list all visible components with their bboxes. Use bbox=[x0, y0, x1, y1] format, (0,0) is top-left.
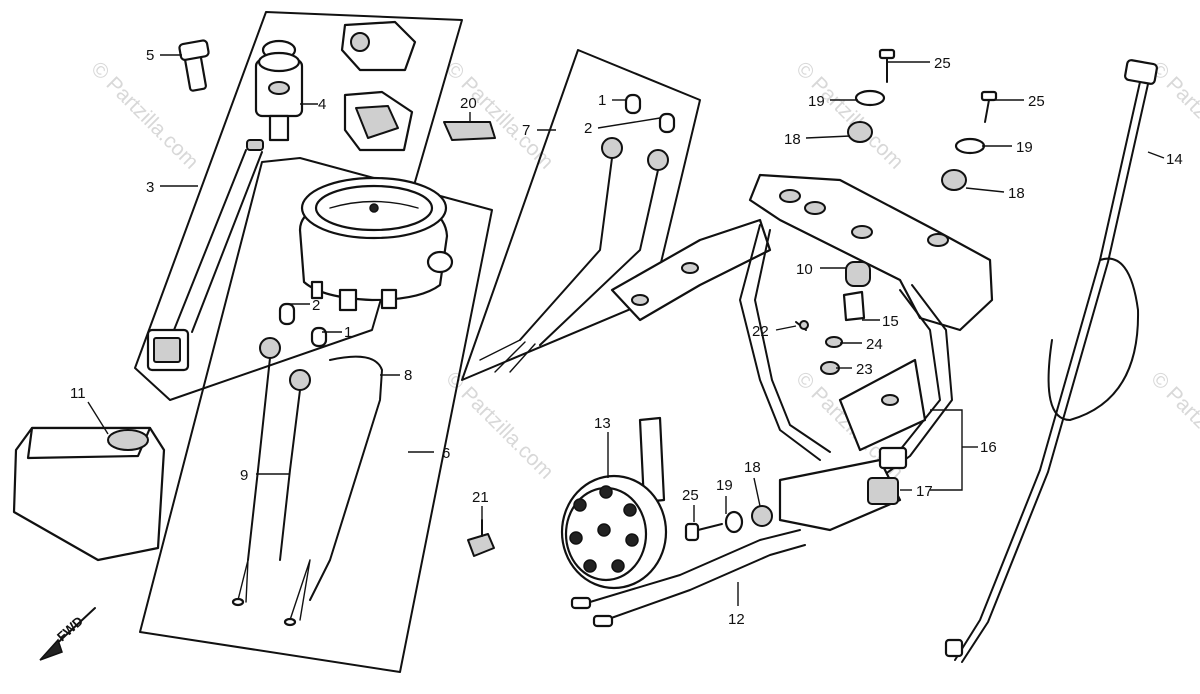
meter-bulb bbox=[278, 302, 296, 326]
indicator-bulbs bbox=[479, 93, 676, 373]
callout-10: 10 bbox=[796, 261, 813, 278]
watermark: © Partzilla.com bbox=[791, 57, 907, 173]
callout-23: 23 bbox=[856, 361, 873, 378]
callout-25-top-right: 25 bbox=[1028, 93, 1045, 110]
callout-labels: 5 4 3 2 1 8 6 9 7 1 2 20 11 13 12 21 25 … bbox=[70, 47, 1183, 628]
fwd-label: FWD bbox=[54, 613, 86, 644]
callout-2: 2 bbox=[312, 297, 320, 314]
callout-19-top-left: 19 bbox=[808, 93, 825, 110]
horn-wires bbox=[570, 529, 806, 628]
bulb-sockets bbox=[231, 337, 383, 627]
callout-20: 20 bbox=[460, 95, 477, 112]
callout-25-top-left: 25 bbox=[934, 55, 951, 72]
panel-ignition-switch bbox=[134, 11, 463, 401]
watermark: © Partzilla.com bbox=[441, 367, 557, 483]
ignition-key bbox=[178, 39, 210, 92]
callout-18-top-right: 18 bbox=[1008, 185, 1025, 202]
callout-24: 24 bbox=[866, 336, 883, 353]
callout-3: 3 bbox=[146, 179, 154, 196]
fwd-arrow: FWD bbox=[39, 607, 96, 661]
callout-5: 5 bbox=[146, 47, 154, 64]
callout-19-lower: 19 bbox=[716, 477, 733, 494]
callout-8: 8 bbox=[404, 367, 412, 384]
callout-18-top-left: 18 bbox=[784, 131, 801, 148]
callout-16: 16 bbox=[980, 439, 997, 456]
callout-1-top: 1 bbox=[598, 92, 606, 109]
callout-11: 11 bbox=[70, 385, 86, 402]
callout-4: 4 bbox=[318, 96, 326, 113]
callout-2-top: 2 bbox=[584, 120, 592, 137]
callout-13: 13 bbox=[594, 415, 611, 432]
meter-bulb bbox=[310, 326, 328, 348]
horn bbox=[560, 416, 668, 590]
callout-19-top-right: 19 bbox=[1016, 139, 1033, 156]
small-hardware bbox=[795, 261, 871, 375]
callout-14: 14 bbox=[1166, 151, 1183, 168]
pilot-lamp-case bbox=[12, 426, 166, 562]
small-bracket bbox=[443, 121, 496, 141]
leader-lines bbox=[87, 54, 1165, 606]
ignition-switch bbox=[146, 39, 304, 372]
watermark: © Partzilla.com bbox=[1146, 367, 1200, 483]
watermark: © Partzilla.com bbox=[86, 57, 202, 173]
connector bbox=[867, 477, 899, 505]
meter-bracket bbox=[610, 173, 994, 532]
callout-22: 22 bbox=[752, 323, 769, 340]
panel-speedometer bbox=[139, 157, 493, 673]
callout-15: 15 bbox=[882, 313, 899, 330]
switch-cover-parts bbox=[340, 20, 417, 152]
callout-12: 12 bbox=[728, 611, 745, 628]
callout-21: 21 bbox=[472, 489, 489, 506]
callout-7: 7 bbox=[522, 122, 530, 139]
callout-18-lower: 18 bbox=[744, 459, 761, 476]
callout-6: 6 bbox=[442, 445, 450, 462]
callout-25-lower: 25 bbox=[682, 487, 699, 504]
callout-1: 1 bbox=[344, 324, 352, 341]
callout-17: 17 bbox=[916, 483, 933, 500]
callout-9: 9 bbox=[240, 467, 248, 484]
speedometer bbox=[298, 176, 454, 312]
speedometer-cable bbox=[944, 59, 1158, 663]
mount-hardware bbox=[467, 48, 998, 557]
